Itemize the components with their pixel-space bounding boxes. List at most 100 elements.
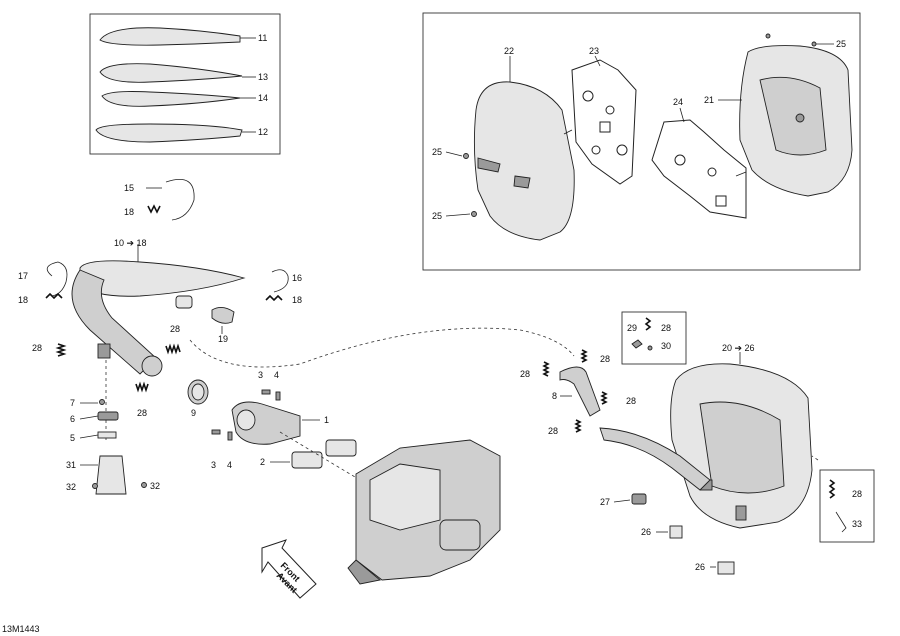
screw-32-a (92, 483, 98, 489)
gasket-2-a (291, 451, 323, 469)
arrow-shield-b (735, 171, 747, 177)
spring-28-b (165, 343, 181, 355)
nut-25-a (463, 153, 469, 159)
label-25-b: 25 (432, 211, 442, 221)
label-32-a: 32 (66, 482, 76, 492)
bracket-31 (95, 455, 127, 495)
label-1: 1 (324, 415, 329, 425)
label-3-b: 3 (211, 460, 216, 470)
label-9: 9 (191, 408, 196, 418)
label-14: 14 (258, 93, 268, 103)
label-23: 23 (589, 46, 599, 56)
plate-5 (97, 431, 117, 439)
heat-shield-24 (651, 119, 747, 219)
ring-9 (187, 379, 209, 405)
label-4-a: 4 (274, 370, 279, 380)
label-17: 17 (18, 271, 28, 281)
label-29: 29 (627, 323, 637, 333)
muffler-shell-14 (101, 91, 256, 107)
nut-25-b (471, 211, 477, 217)
front-direction-arrow (261, 539, 317, 599)
muffler-shell-12 (95, 123, 256, 143)
label-28-a: 28 (32, 343, 42, 353)
bolt-4-a (275, 391, 281, 401)
label-24: 24 (673, 97, 683, 107)
diagram-id: 13M1443 (2, 624, 40, 634)
bracket-19 (211, 307, 235, 334)
spring-28-inset (644, 317, 652, 331)
muffler-shell-inset-box (89, 13, 281, 155)
engine-block (347, 439, 501, 585)
bolt-3-b (211, 429, 221, 435)
nut-7 (99, 399, 105, 405)
screw-32-b (141, 482, 147, 488)
heat-shield-23 (571, 59, 637, 185)
nut-25-d (765, 33, 771, 39)
muffler-assembly (71, 260, 246, 377)
nut-30 (647, 345, 653, 351)
spring-18-top (147, 204, 161, 214)
label-31: 31 (66, 460, 76, 470)
leader-23 (594, 55, 601, 67)
leader-24 (679, 107, 685, 123)
label-8: 8 (552, 391, 557, 401)
label-28-b: 28 (170, 324, 180, 334)
label-25-c: 25 (836, 39, 846, 49)
muffler-shell-11 (99, 27, 256, 46)
spring-28-c (135, 381, 149, 393)
label-18-a: 18 (124, 207, 134, 217)
ring-17 (46, 261, 68, 297)
leader-25-a (445, 151, 463, 157)
label-26-a: 26 (641, 527, 651, 537)
pad-26-b (717, 561, 735, 575)
label-28-h: 28 (548, 426, 558, 436)
heat-shield-22 (473, 81, 575, 241)
label-28-f: 28 (600, 354, 610, 364)
label-33: 33 (852, 519, 862, 529)
label-28-i: 28 (852, 489, 862, 499)
leader-6 (79, 415, 99, 420)
label-6: 6 (70, 414, 75, 424)
label-27: 27 (600, 497, 610, 507)
muffler-20 (670, 363, 813, 529)
leader-25-b (445, 213, 471, 217)
spring-18-left (45, 292, 63, 300)
spring-18-right (265, 294, 283, 302)
label-28-d: 28 (661, 323, 671, 333)
pad-26-a (669, 525, 683, 539)
label-3-a: 3 (258, 370, 263, 380)
heat-shield-inset-box (422, 12, 861, 271)
dashed-routing-curve (189, 327, 575, 368)
bolt-4-b (227, 431, 233, 441)
label-28-e: 28 (520, 369, 530, 379)
pipe-8 (559, 366, 711, 491)
label-26-b: 26 (695, 562, 705, 572)
label-18-c: 18 (292, 295, 302, 305)
gasket-2-b (325, 439, 357, 457)
hook-inset-box (819, 469, 875, 543)
label-16: 16 (292, 273, 302, 283)
label-13: 13 (258, 72, 268, 82)
label-5: 5 (70, 433, 75, 443)
label-12: 12 (258, 127, 268, 137)
retainer-29 (631, 339, 643, 349)
label-28-g: 28 (626, 396, 636, 406)
spring-28-h (574, 419, 582, 433)
spring-28-i (828, 479, 836, 499)
spring-28-e (542, 361, 550, 377)
leader-5 (79, 434, 99, 439)
label-10-18: 10 ➔ 18 (114, 238, 147, 248)
label-20-26: 20 ➔ 26 (722, 343, 755, 353)
label-18-b: 18 (18, 295, 28, 305)
exhaust-manifold-1 (231, 401, 301, 445)
leader-27 (613, 499, 631, 503)
ring-15 (165, 178, 195, 221)
label-19: 19 (218, 334, 228, 344)
arrow-shield-a (563, 129, 573, 135)
label-22: 22 (504, 46, 514, 56)
label-7: 7 (70, 398, 75, 408)
clamp-6 (97, 411, 119, 421)
spring-28-g (600, 391, 608, 405)
nut-25-c (811, 41, 817, 47)
